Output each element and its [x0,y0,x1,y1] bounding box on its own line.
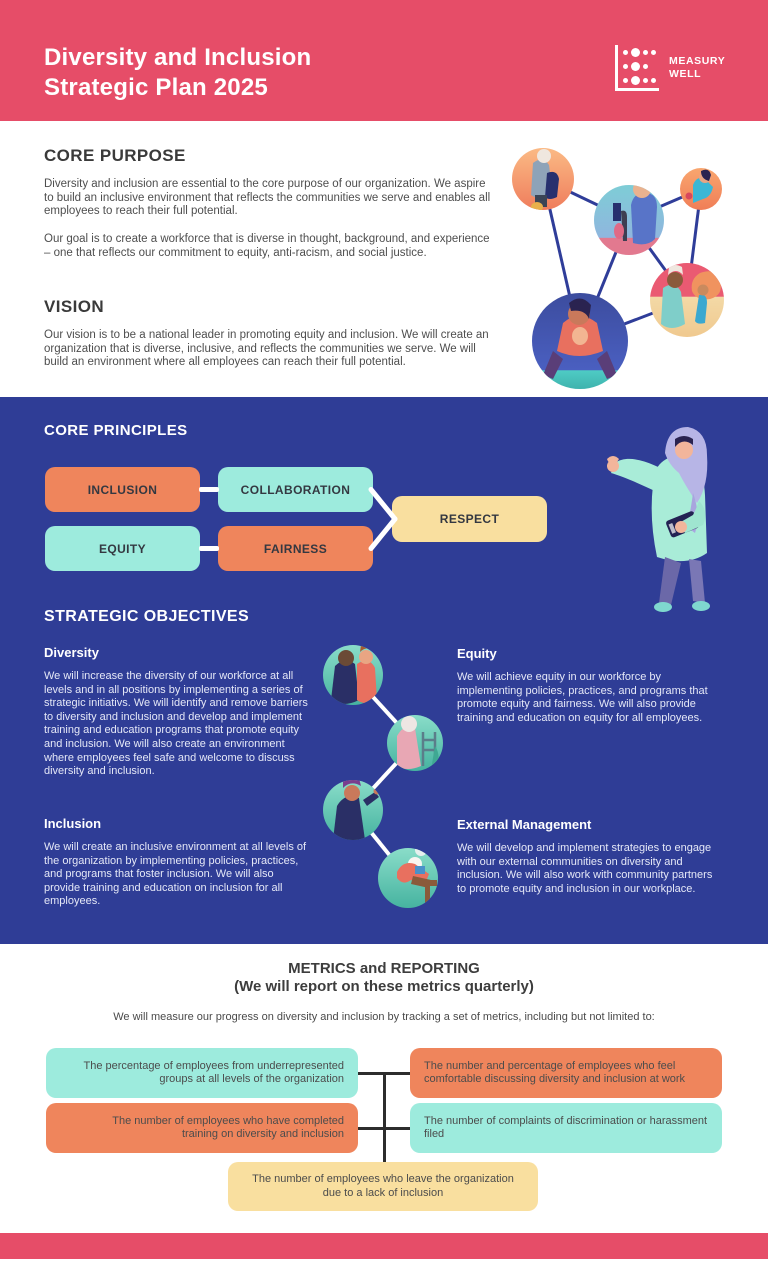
connector-equity-fairness [199,546,219,551]
metrics-heading-line1: METRICS and REPORTING [288,960,480,977]
objective-body-inclusion: We will create an inclusive environment … [44,841,307,908]
objective-title-inclusion: Inclusion [44,816,102,831]
strategic-objectives-heading: STRATEGIC OBJECTIVES [44,608,250,625]
metric-box-complaints-filed: The number of complaints of discriminati… [410,1103,722,1153]
principle-label: EQUITY [98,541,147,556]
page-title: Diversity and Inclusion Strategic Plan 2… [44,43,311,103]
company-name-line2: WELL [669,68,702,80]
core-principles-heading: CORE PRINCIPLES [44,422,188,439]
objective-title-diversity: Diversity [44,645,99,660]
metrics-connector-row2 [358,1127,410,1130]
metric-box-comfortable-discussing: The number and percentage of employees w… [410,1048,722,1098]
metric-text: The number of employees who have complet… [112,1114,344,1141]
principle-label: COLLABORATION [240,482,351,497]
company-name-line1: MEASURY [669,55,726,67]
principle-box-collaboration: COLLABORATION [218,467,373,512]
dot-chart-logo-icon [615,45,659,91]
principle-label: RESPECT [439,512,500,526]
company-name: MEASURY WELL [669,55,725,81]
metrics-connector-row1 [358,1072,410,1075]
company-logo: MEASURY WELL [615,45,725,91]
core-purpose-heading: CORE PURPOSE [44,146,186,165]
metric-text: The percentage of employees from underre… [83,1059,345,1086]
principle-box-respect: RESPECT [392,496,547,542]
metric-box-underrepresented-groups: The percentage of employees from underre… [46,1048,358,1098]
community-network-illustration [512,148,724,389]
metric-box-completed-training: The number of employees who have complet… [46,1103,358,1153]
page-title-line2: Strategic Plan 2025 [44,74,268,101]
metrics-heading: METRICS and REPORTING (We will report on… [0,960,768,996]
metrics-connector-vertical [383,1072,386,1164]
metrics-intro: We will measure our progress on diversit… [113,1011,655,1023]
vision-paragraph: Our vision is to be a national leader in… [44,329,489,368]
connector-diagonals [368,487,398,551]
objective-body-diversity: We will increase the diversity of our wo… [44,670,308,778]
principle-label: FAIRNESS [263,541,328,556]
header-banner: Diversity and Inclusion Strategic Plan 2… [0,0,768,121]
core-purpose-paragraph-1: Diversity and inclusion are essential to… [44,178,491,217]
metrics-heading-line2: (We will report on these metrics quarter… [234,978,534,995]
connector-inclusion-collaboration [199,487,219,492]
principle-box-fairness: FAIRNESS [218,526,373,571]
objective-body-external-management: We will develop and implement strategies… [457,842,713,895]
principle-box-inclusion: INCLUSION [45,467,200,512]
vision-heading: VISION [44,297,105,316]
objectives-chain-illustration [323,645,443,908]
page-title-line1: Diversity and Inclusion [44,44,312,71]
footer-banner [0,1233,768,1259]
objective-title-external-management: External Management [457,817,592,832]
metric-text: The number of complaints of discriminati… [424,1114,708,1141]
principle-box-equity: EQUITY [45,526,200,571]
objective-title-equity: Equity [457,646,497,661]
presenter-illustration [607,427,710,612]
objective-body-equity: We will achieve equity in our workforce … [457,671,708,724]
principle-label: INCLUSION [87,482,158,497]
metric-box-employees-leaving: The number of employees who leave the or… [228,1162,538,1211]
core-purpose-paragraph-2: Our goal is to create a workforce that i… [44,233,490,259]
metric-text: The number and percentage of employees w… [424,1059,686,1086]
metric-text: The number of employees who leave the or… [252,1173,514,1199]
